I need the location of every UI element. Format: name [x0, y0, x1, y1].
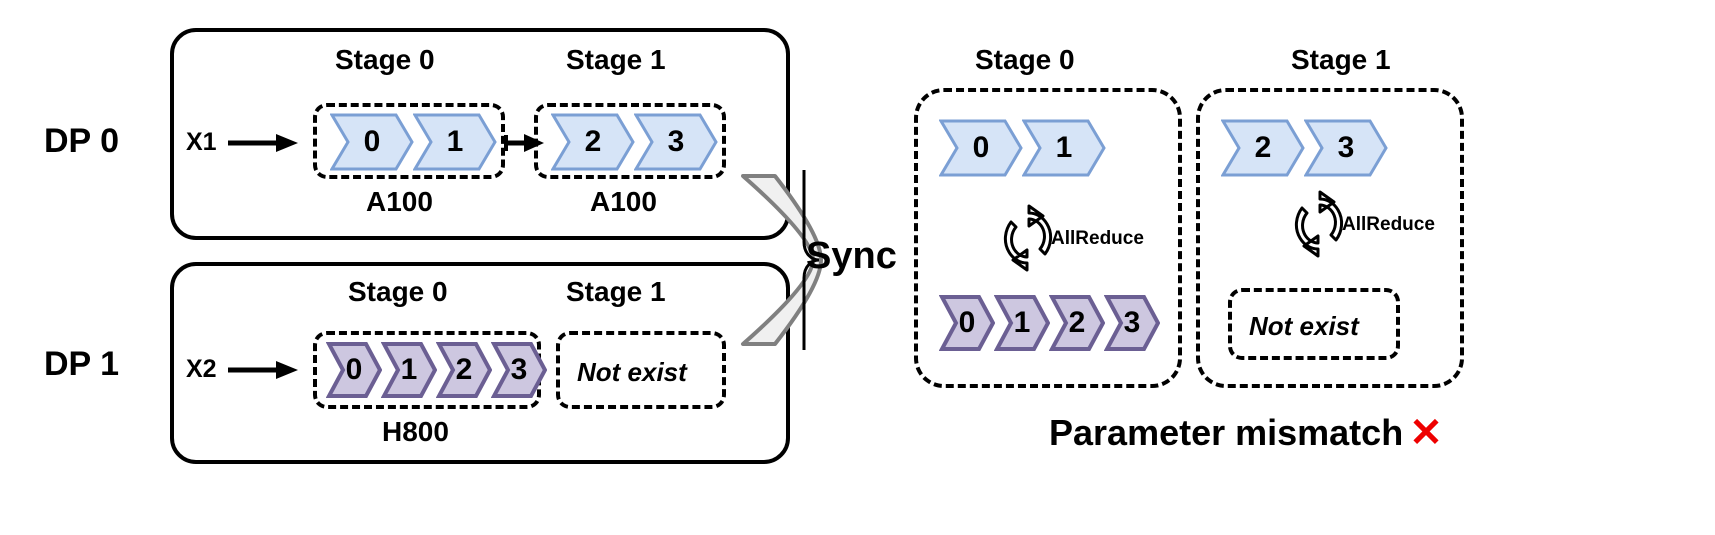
right-stage1-box: [1196, 88, 1464, 388]
chev-label: 1: [400, 353, 418, 386]
chev-label: 0: [345, 353, 363, 386]
dp0-label: DP 0: [44, 122, 119, 160]
dp1-group-box: [170, 262, 790, 464]
sync-brace-icon: [741, 174, 823, 346]
sync-connector-icon: [802, 170, 820, 350]
sync-label: Sync: [806, 235, 897, 277]
chev-label: 3: [510, 353, 528, 386]
chev-block: 0: [939, 294, 995, 352]
right-stage0-label: Stage 0: [975, 44, 1075, 75]
right-stage1-label: Stage 1: [1291, 44, 1391, 75]
chev-block: 2: [1049, 294, 1105, 352]
dp1-stage1-empty-label: Not exist: [577, 357, 687, 387]
chev-block: 3: [634, 113, 718, 171]
verdict-row: Parameter mismatch ✕: [1049, 412, 1443, 454]
dp0-stage0-device-label: A100: [366, 186, 433, 217]
dp0-stage0-label: Stage 0: [335, 44, 435, 75]
dp0-input-label: X1: [186, 128, 217, 156]
right-stage1-top-blocks: 2 3: [1221, 119, 1388, 177]
chev-block: 0: [939, 119, 1023, 177]
dp0-stage0-blocks: 0 1: [330, 113, 497, 171]
chev-label: 2: [455, 353, 473, 386]
chev-block: 1: [1022, 119, 1106, 177]
dp1-label: DP 1: [44, 345, 119, 383]
chev-block: 0: [326, 341, 382, 399]
dp1-stage1-label: Stage 1: [566, 276, 666, 307]
dp1-input-label: X2: [186, 355, 217, 383]
dp1-input-arrow-icon: [228, 361, 298, 379]
right-stage1-empty-label: Not exist: [1249, 311, 1359, 341]
chev-block: 1: [381, 341, 437, 399]
chev-label: 2: [1068, 306, 1086, 339]
red-cross-icon: ✕: [1409, 411, 1443, 455]
right-stage1-op-label: AllReduce: [1342, 214, 1435, 235]
chev-block: 2: [551, 113, 635, 171]
dp0-group-box: [170, 28, 790, 240]
dp0-stage1-label: Stage 1: [566, 44, 666, 75]
dp0-stage0-dashed-box: [313, 103, 505, 179]
dp1-stage0-blocks: 0 1 2 3: [326, 341, 547, 399]
dp0-stage1-dashed-box: [534, 103, 726, 179]
chev-block: 3: [1304, 119, 1388, 177]
right-stage0-op-label: AllReduce: [1051, 228, 1144, 249]
chev-label: 3: [1123, 306, 1141, 339]
chev-label: 1: [1013, 306, 1031, 339]
allreduce-cycle-icon: [1003, 204, 1053, 272]
chev-block: 3: [1104, 294, 1160, 352]
dp0-input-arrow-icon: [228, 134, 298, 152]
chev-label: 1: [1055, 131, 1073, 164]
chev-label: 1: [446, 125, 464, 158]
chev-block: 0: [330, 113, 414, 171]
dp1-stage1-dashed-box: [556, 331, 726, 409]
verdict-text: Parameter mismatch: [1049, 412, 1404, 453]
dp1-stage0-label: Stage 0: [348, 276, 448, 307]
dp1-stage0-device-label: H800: [382, 416, 449, 447]
allreduce-cycle-icon: [1294, 190, 1344, 258]
chev-label: 0: [958, 306, 976, 339]
right-stage0-bottom-blocks: 0 1 2 3: [939, 294, 1160, 352]
chev-label: 3: [667, 125, 685, 158]
dp0-stage1-blocks: 2 3: [551, 113, 718, 171]
chev-block: 2: [436, 341, 492, 399]
chev-block: 3: [491, 341, 547, 399]
chev-label: 3: [1337, 131, 1355, 164]
dp0-stage1-device-label: A100: [590, 186, 657, 217]
right-stage1-empty-box: [1228, 288, 1400, 360]
right-stage0-top-blocks: 0 1: [939, 119, 1106, 177]
chev-label: 2: [584, 125, 602, 158]
chev-block: 2: [1221, 119, 1305, 177]
chev-label: 0: [972, 131, 990, 164]
right-stage0-box: [914, 88, 1182, 388]
chev-label: 2: [1254, 131, 1272, 164]
chev-label: 0: [363, 125, 381, 158]
chev-block: 1: [994, 294, 1050, 352]
chev-block: 1: [413, 113, 497, 171]
